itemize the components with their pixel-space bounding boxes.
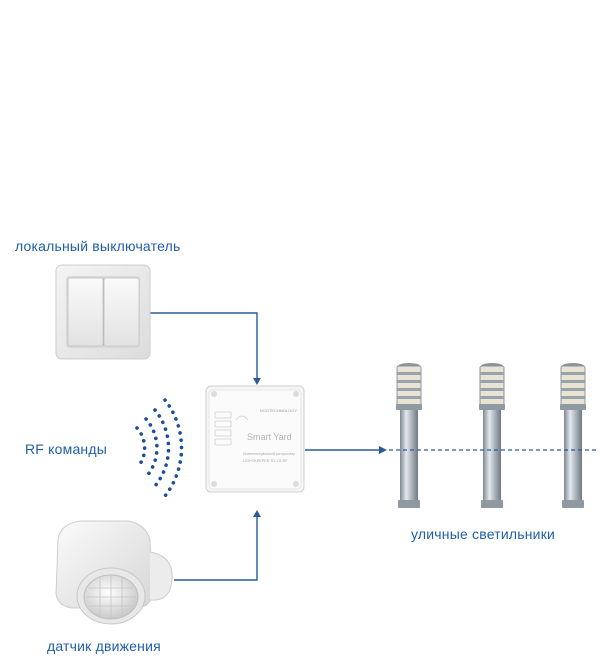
arrow-up-icon — [253, 510, 261, 517]
motion-sensor-label: датчик движения — [47, 638, 161, 654]
controller-description-text: Интеллектуальный контроллер — [243, 452, 295, 456]
rf-waves-icon — [135, 398, 184, 498]
street-lights-label: уличные светильники — [411, 526, 556, 542]
rf-commands-label: RF команды — [25, 441, 107, 457]
sensor-to-controller-line — [174, 516, 258, 581]
connection-arrows — [253, 378, 387, 517]
street-lamps-group — [389, 363, 596, 508]
local-switch-label: локальный выключатель — [15, 238, 181, 254]
motion-sensor-icon — [55, 520, 173, 625]
controller-model-text: LIGHTKEEPER SY-LS-RF — [243, 459, 288, 463]
arrow-down-icon — [253, 378, 261, 385]
smart-yard-controller-icon: NOOTECHNOLOGY Smart Yard Интеллектуальны… — [205, 385, 305, 493]
controller-brand-text: Smart Yard — [247, 432, 292, 442]
double-rocker-switch-icon — [55, 264, 151, 360]
bollard-street-lamp-icon — [479, 363, 505, 508]
arrow-right-icon — [379, 446, 387, 454]
controller-vendor-text: NOOTECHNOLOGY — [260, 408, 297, 413]
connection-lines — [150, 312, 380, 581]
switch-to-controller-line — [150, 312, 258, 379]
bollard-street-lamp-icon — [396, 363, 422, 508]
bollard-street-lamp-icon — [560, 363, 586, 508]
